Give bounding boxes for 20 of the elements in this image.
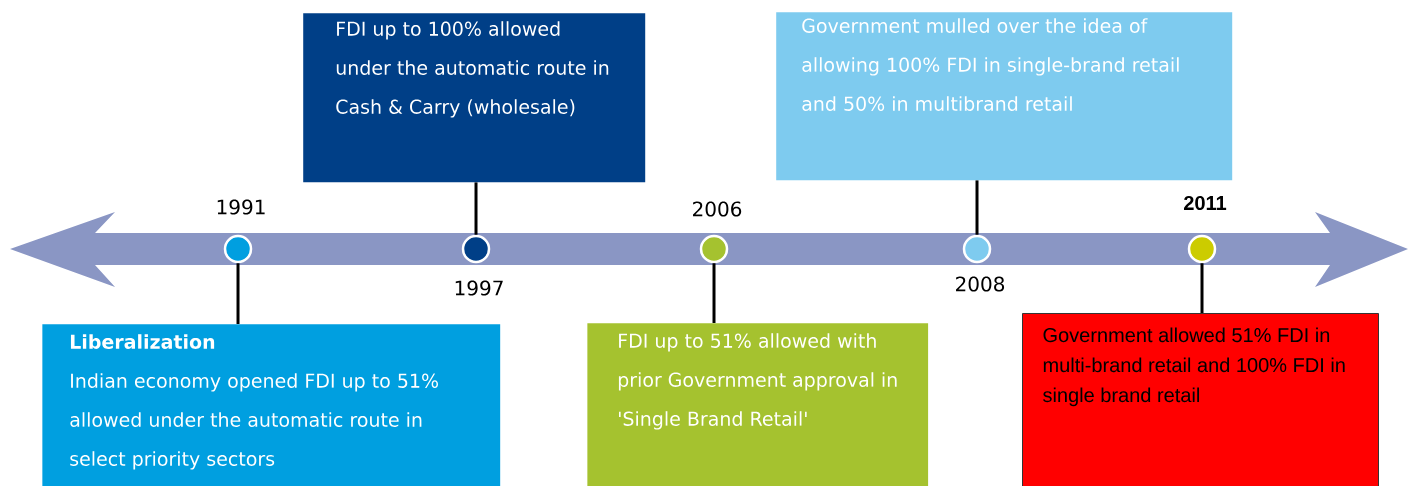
event-box: Government mulled over the idea of allowing 100% FDI in single-brand retail and 50% in multibrand retail — [776, 12, 1233, 181]
connector-line — [474, 182, 478, 235]
year-label: 2008 — [956, 276, 1005, 292]
connector-line — [236, 263, 240, 324]
event-box: FDI up to 100% allowed under the automatic route in Cash & Carry (wholesale) — [303, 13, 646, 183]
event-box: FDI up to 51% allowed with prior Government approval in 'Single Brand Retail' — [587, 323, 929, 486]
year-label: 1991 — [217, 199, 265, 215]
year-label: 1997 — [455, 280, 503, 296]
year-label: 2006 — [693, 201, 742, 217]
year-label: 2011 — [1184, 195, 1227, 211]
timeline-dot — [461, 234, 491, 264]
connector-line — [975, 180, 979, 235]
connector-line — [712, 263, 716, 323]
timeline-dot — [1187, 234, 1217, 264]
event-box: Government allowed 51% FDI in multi-brand retail and 100% FDI in single brand retail — [1022, 313, 1379, 486]
connector-line — [1200, 263, 1204, 313]
timeline-dot — [699, 234, 729, 264]
timeline-dot — [223, 234, 253, 264]
timeline-dot — [962, 234, 992, 264]
event-box: Liberalization Indian economy opened FDI up to 51% allowed under the automatic route in select priority sectors — [42, 324, 501, 486]
